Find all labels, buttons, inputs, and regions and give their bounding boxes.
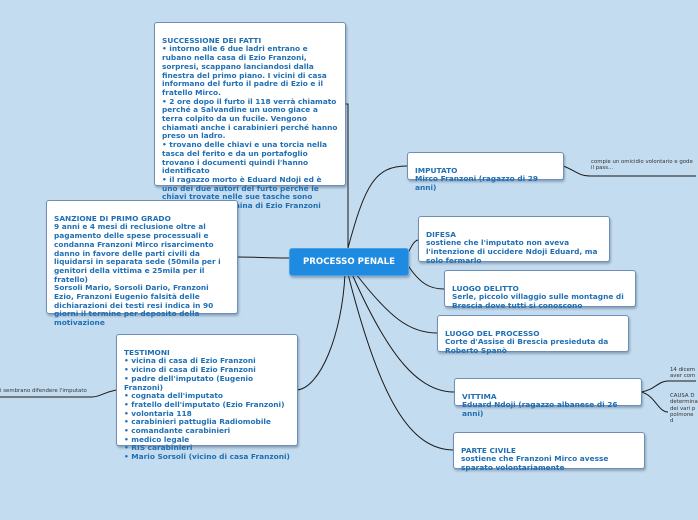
vittima-note-1[interactable]: 14 dicem aver com [670,367,696,380]
sanzione-text: SANZIONE DI PRIMO GRADO 9 anni e 4 mesi … [54,213,221,328]
testimoni-node[interactable]: TESTIMONI • vicina di casa di Ezio Franz… [116,334,298,461]
difesa-text: DIFESA sostiene che l'imputato non aveva… [426,229,598,265]
luogo-processo-text: LUOGO DEL PROCESSO Corte d'Assise di Bre… [445,328,609,356]
vittima-text: VITTIMA Eduard Ndoji (ragazzo albanese d… [462,391,618,419]
imputato-text: IMPUTATO Mirco Franzoni (ragazzo di 29 a… [415,165,539,193]
testimoni-text: TESTIMONI • vicina di casa di Ezio Franz… [124,347,290,462]
imputato-note[interactable]: compie un omicidio volontario e gode il … [591,159,693,172]
luogo-delitto-text: LUOGO DELITTO Serle, piccolo villaggio s… [452,283,624,311]
link-luogo-processo [355,273,438,334]
link-luogo-delitto [406,263,445,290]
link-vittima-note-2 [640,391,669,413]
vittima-node[interactable]: VITTIMA Eduard Ndoji (ragazzo albanese d… [454,378,642,418]
link-imputato-note [562,165,696,177]
link-testimoni-note [0,389,117,398]
difesa-node[interactable]: DIFESA sostiene che l'imputato non aveva… [418,216,610,265]
parte-civile-text: PARTE CIVILE sostiene che Franzoni Mirco… [461,445,609,473]
imputato-node[interactable]: IMPUTATO Mirco Franzoni (ragazzo di 29 a… [407,152,564,192]
testimoni-note[interactable]: i sembrano difendere l'imputato [0,388,87,394]
link-vittima-note-1 [640,380,696,393]
link-imputato [347,165,408,249]
successione-node[interactable]: SUCCESSIONE DEI FATTI • intorno alle 6 d… [154,22,346,210]
parte-civile-node[interactable]: PARTE CIVILE sostiene che Franzoni Mirco… [453,432,645,472]
link-testimoni [296,273,346,391]
link-vittima [351,273,455,393]
luogo-processo-node[interactable]: LUOGO DEL PROCESSO Corte d'Assise di Bre… [437,315,629,355]
link-parte-civile [347,273,454,451]
central-topic[interactable]: PROCESSO PENALE [289,248,409,276]
vittima-note-2[interactable]: CAUSA D determina dei vari p polmone d [670,393,698,425]
successione-text: SUCCESSIONE DEI FATTI • intorno alle 6 d… [162,35,338,211]
link-successione [345,103,349,248]
luogo-delitto-node[interactable]: LUOGO DELITTO Serle, piccolo villaggio s… [444,270,636,310]
sanzione-node[interactable]: SANZIONE DI PRIMO GRADO 9 anni e 4 mesi … [46,200,238,327]
link-sanzione [236,256,290,259]
